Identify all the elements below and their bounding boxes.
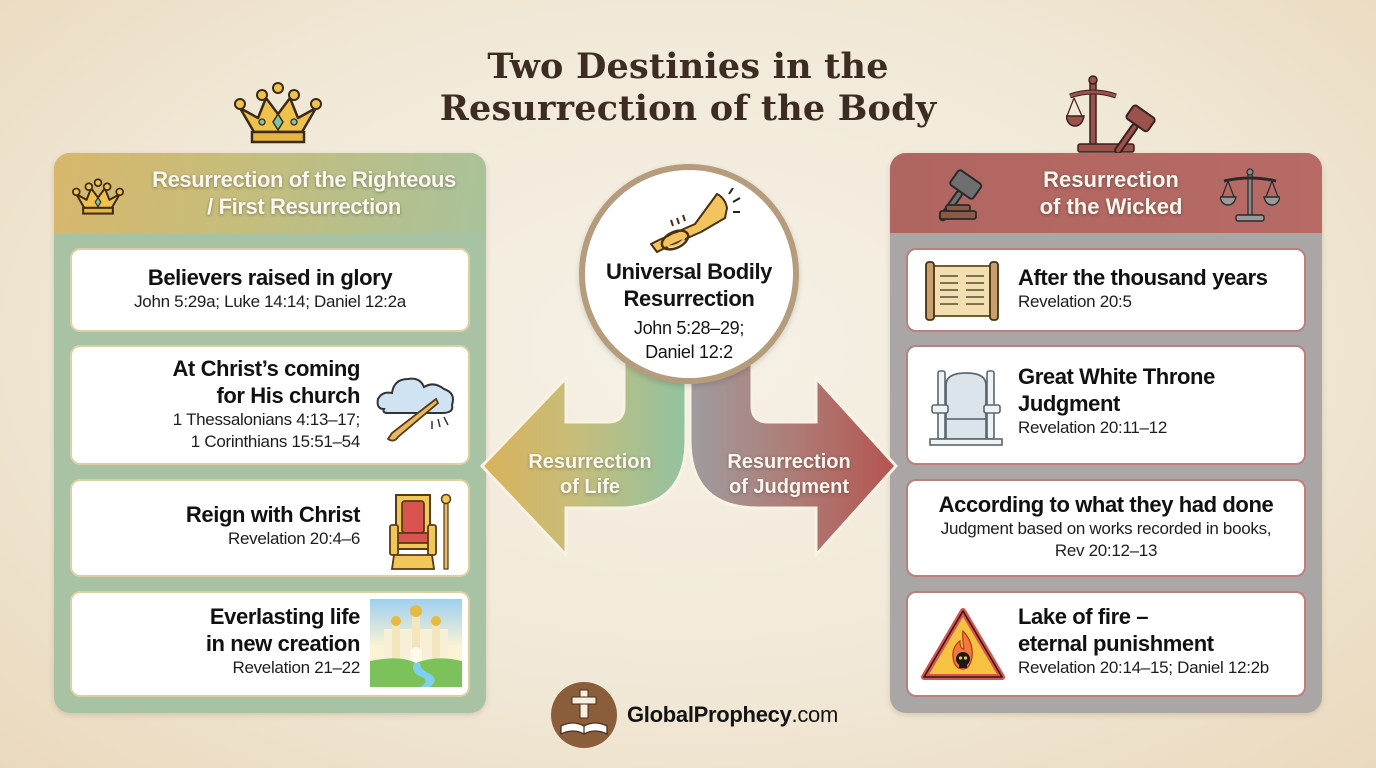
label-line-1: Resurrection [727, 451, 851, 473]
universal-resurrection-circle: Universal Bodily Resurrection John 5:28–… [579, 164, 799, 384]
righteous-panel-header: Resurrection of the Righteous / First Re… [54, 153, 486, 233]
card-ref-line-2: 1 Corinthians 15:51–54 [190, 432, 361, 451]
righteous-panel-title: Resurrection of the Righteous / First Re… [134, 166, 474, 220]
card-according-to-deeds: According to what they had done Judgment… [906, 479, 1306, 577]
card-reign-with-christ: Reign with Christ Revelation 20:4–6 [70, 479, 470, 577]
center-title-line-2: Resurrection [623, 286, 755, 311]
label-line-1: Resurrection [528, 451, 652, 473]
label-line-2: of Judgment [729, 476, 849, 498]
card-title-line-1: Great White Throne [1018, 364, 1215, 389]
wicked-panel: Resurrection of the Wicked [890, 153, 1322, 713]
card-title-line-2: for His church [216, 383, 360, 408]
card-title-line-1: Everlasting life [209, 604, 361, 629]
card-title: Believers raised in glory [147, 265, 393, 290]
card-christs-coming: At Christ’s coming for His church 1 Thes… [70, 345, 470, 465]
title-line-2: of the Wicked [1039, 194, 1183, 219]
card-title-line-2: Judgment [1018, 391, 1120, 416]
resurrection-of-life-label: Resurrection of Life [520, 450, 660, 500]
card-title-line-2: eternal punishment [1018, 631, 1214, 656]
title-line-1: Resurrection of the Righteous [152, 167, 456, 192]
card-title: According to what they had done [938, 492, 1274, 517]
page-title: Two Destinies in the Resurrection of the… [388, 46, 988, 130]
card-ref: John 5:29a; Luke 14:14; Daniel 12:2a [134, 292, 406, 311]
resurrection-of-life-arrow [479, 360, 688, 559]
card-title: Reign with Christ [185, 502, 360, 527]
scroll-icon [925, 261, 999, 321]
brand-suffix: .com [791, 702, 839, 727]
fire-warning-icon [921, 608, 1005, 680]
card-great-white-throne: Great White Throne Judgment Revelation 2… [906, 345, 1306, 465]
card-ref: Revelation 20:14–15; Daniel 12:2b [1018, 658, 1269, 677]
card-ref-line-1: 1 Thessalonians 4:13–17; [172, 410, 361, 429]
card-title-line-1: Lake of fire – [1018, 604, 1149, 629]
label-line-2: of Life [560, 476, 620, 498]
cloud-trumpet-icon [376, 377, 454, 442]
wicked-panel-title: Resurrection of the Wicked [1000, 166, 1222, 220]
title-line-2: Resurrection of the Body [439, 88, 937, 129]
center-title: Universal Bodily Resurrection [585, 258, 793, 312]
resurrection-of-judgment-label: Resurrection of Judgment [716, 450, 862, 500]
card-after-thousand-years: After the thousand years Revelation 20:5 [906, 248, 1306, 332]
center-title-line-1: Universal Bodily [606, 259, 772, 284]
wicked-panel-header: Resurrection of the Wicked [890, 153, 1322, 233]
title-line-2: / First Resurrection [207, 194, 401, 219]
cross-bible-icon [551, 682, 617, 748]
card-title: After the thousand years [1018, 265, 1268, 290]
card-ref-line-2: Rev 20:12–13 [1054, 541, 1158, 560]
gavel-icon [938, 169, 983, 222]
card-ref: Revelation 20:4–6 [228, 529, 360, 548]
righteous-panel: Resurrection of the Righteous / First Re… [54, 153, 486, 713]
trumpet-icon [650, 188, 741, 253]
card-lake-of-fire: Lake of fire – eternal punishment Revela… [906, 591, 1306, 697]
card-ref-line-1: Judgment based on works recorded in book… [940, 519, 1272, 538]
card-ref: Revelation 20:11–12 [1018, 418, 1167, 437]
scales-gavel-icon [1066, 75, 1156, 154]
card-title-line-2: in new creation [205, 631, 361, 656]
card-ref: Revelation 21–22 [232, 658, 360, 677]
title-line-1: Two Destinies in the [487, 46, 889, 87]
branching-arrows [479, 360, 899, 559]
brand-link[interactable]: GlobalProphecy.com [627, 702, 838, 728]
heavenly-city-image [370, 599, 462, 687]
card-everlasting-life: Everlasting life in new creation Revelat… [70, 591, 470, 697]
card-believers-raised: Believers raised in glory John 5:29a; Lu… [70, 248, 470, 332]
card-title-line-1: At Christ’s coming [172, 356, 360, 381]
title-line-1: Resurrection [1043, 167, 1179, 192]
brand-name: GlobalProphecy [627, 702, 792, 727]
card-ref: Revelation 20:5 [1018, 292, 1132, 311]
white-throne-icon [929, 370, 1003, 446]
scales-icon [1220, 168, 1280, 222]
resurrection-of-judgment-arrow [688, 360, 899, 559]
crown-icon [72, 178, 125, 215]
throne-scepter-icon [389, 493, 452, 570]
center-ref: John 5:28–29; Daniel 12:2 [585, 316, 793, 364]
center-ref-line-2: Daniel 12:2 [645, 342, 733, 362]
center-ref-line-1: John 5:28–29; [633, 318, 745, 338]
crown-icon [234, 82, 322, 144]
